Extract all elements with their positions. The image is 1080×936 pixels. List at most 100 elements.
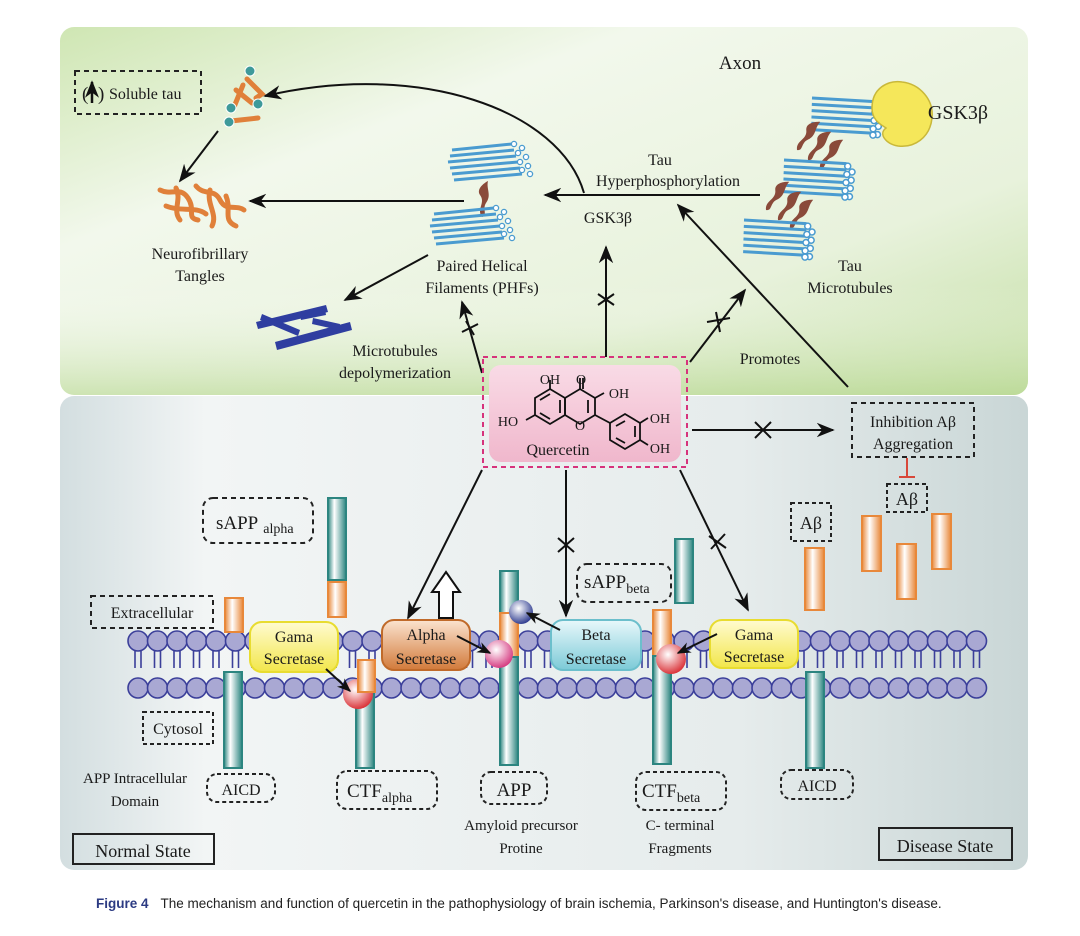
svg-text:CTFbeta: CTFbeta <box>642 781 701 806</box>
lipid-head <box>770 677 793 699</box>
sapp-alpha-fragment <box>327 497 347 618</box>
lipid-head <box>166 677 188 699</box>
svg-text:Tangles: Tangles <box>175 268 225 285</box>
svg-text:Amyloid precursor: Amyloid precursor <box>464 818 578 834</box>
svg-text:Microtubules: Microtubules <box>807 280 892 297</box>
svg-text:Aggregation: Aggregation <box>873 436 953 453</box>
quercetin-mechanism-diagram: Axon ( ) Soluble tau <box>60 27 1028 870</box>
lipid-head <box>829 677 851 699</box>
svg-text:OH: OH <box>650 442 670 457</box>
lipid-tail <box>816 650 825 668</box>
svg-text:HO: HO <box>498 415 518 430</box>
lipid-tail <box>134 650 142 668</box>
arrow-gamma-right-cleave <box>676 633 718 654</box>
alpha-secretase: Alpha Secretase <box>381 619 471 671</box>
lipid-tail <box>855 650 864 668</box>
svg-text:Extracellular: Extracellular <box>111 605 194 622</box>
aicd-label-right: AICD <box>780 769 854 800</box>
quercetin-dashed-border <box>482 356 688 468</box>
lipid-head <box>302 677 325 699</box>
svg-text:Normal State: Normal State <box>95 841 190 861</box>
svg-text:Protine: Protine <box>499 841 543 857</box>
lipid-head <box>712 677 734 699</box>
inhibition-bar <box>899 458 915 478</box>
quercetin-molecule: OH O OH HO O OH OH Quercetin <box>482 356 688 468</box>
lipid-head <box>887 630 910 652</box>
lipid-head <box>946 630 968 652</box>
quercetin-structure-icon <box>525 378 649 451</box>
neurofibrillary-tangles-icon <box>157 183 247 229</box>
lipid-tail <box>953 650 961 668</box>
arrow-beta-cleave <box>525 612 561 631</box>
svg-text:Paired Helical: Paired Helical <box>436 258 528 275</box>
svg-text:GSK3β: GSK3β <box>928 102 988 124</box>
abeta-label-left: Aβ <box>790 502 832 542</box>
svg-text:depolymerization: depolymerization <box>339 365 451 382</box>
svg-text:Domain: Domain <box>111 794 160 810</box>
lipid-head <box>692 677 715 699</box>
svg-text:APP: APP <box>497 780 532 801</box>
sapp-beta-label: sAPPbeta <box>576 563 672 603</box>
svg-text:C- terminal: C- terminal <box>646 818 715 834</box>
lipid-head <box>185 677 208 699</box>
arrow-phf-to-depolymerization <box>343 254 429 301</box>
svg-text:Secretase: Secretase <box>396 651 456 668</box>
lipid-head <box>595 677 617 699</box>
lipid-head <box>829 630 851 652</box>
sapp-beta-fragment <box>674 538 694 604</box>
svg-text:Secretase: Secretase <box>566 651 626 668</box>
lipid-head <box>205 630 227 652</box>
inhibition-abeta-aggregation-label: Inhibition Aβ Aggregation <box>851 402 975 458</box>
lipid-head <box>185 630 208 652</box>
figure-caption-text: The mechanism and function of quercetin … <box>160 896 942 911</box>
lipid-tail <box>972 650 981 668</box>
axon-panel: Axon ( ) Soluble tau <box>60 27 1028 395</box>
aicd-protein-right <box>805 671 825 769</box>
lipid-tail <box>192 650 201 668</box>
lipid-head <box>536 677 559 699</box>
gamma-secretase-left: Gama Secretase <box>249 621 339 673</box>
svg-text:Tau: Tau <box>648 152 672 169</box>
svg-text:Promotes: Promotes <box>740 351 800 368</box>
alpha-cleavage-site-icon <box>485 640 513 668</box>
lipid-tail <box>348 650 357 668</box>
soluble-tau-icon <box>223 65 266 128</box>
depolymerized-microtubules-icon <box>256 305 352 350</box>
svg-text:Secretase: Secretase <box>724 649 784 666</box>
axon-title: Axon <box>719 53 762 74</box>
abeta-label-top: Aβ <box>886 483 928 513</box>
app-label: APP <box>480 771 548 805</box>
svg-text:O: O <box>576 373 586 388</box>
ctf-beta-protein <box>652 609 672 765</box>
gamma-cleavage-site-right-icon <box>656 644 686 674</box>
lipid-head <box>166 630 188 652</box>
svg-text:AICD: AICD <box>221 782 260 799</box>
lipid-tail <box>836 650 844 668</box>
lipid-head <box>868 630 890 652</box>
up-arrow-icon: ( <box>82 84 88 105</box>
svg-text:Secretase: Secretase <box>264 651 324 668</box>
lipid-head <box>907 630 929 652</box>
lipid-tail <box>524 650 532 668</box>
normal-state-label: Normal State <box>72 833 215 865</box>
lipid-tail <box>212 650 220 668</box>
lipid-head <box>283 677 305 699</box>
lipid-head <box>965 677 988 699</box>
svg-text:Neurofibrillary: Neurofibrillary <box>152 246 249 263</box>
lipid-head <box>946 677 968 699</box>
lipid-head <box>341 630 364 652</box>
lipid-head <box>673 677 695 699</box>
lipid-head <box>517 677 539 699</box>
svg-text:): ) <box>98 84 104 105</box>
lipid-head <box>556 677 578 699</box>
lipid-head <box>926 677 949 699</box>
beta-secretase: Beta Secretase <box>550 619 642 671</box>
lipid-head <box>458 677 481 699</box>
svg-text:APP Intracellular: APP Intracellular <box>83 771 187 787</box>
svg-text:Inhibition Aβ: Inhibition Aβ <box>870 414 956 431</box>
quercetin-label: Quercetin <box>526 442 589 459</box>
svg-text:OH: OH <box>540 373 560 388</box>
beta-cleavage-site-icon <box>509 600 533 624</box>
lipid-tail <box>933 650 942 668</box>
